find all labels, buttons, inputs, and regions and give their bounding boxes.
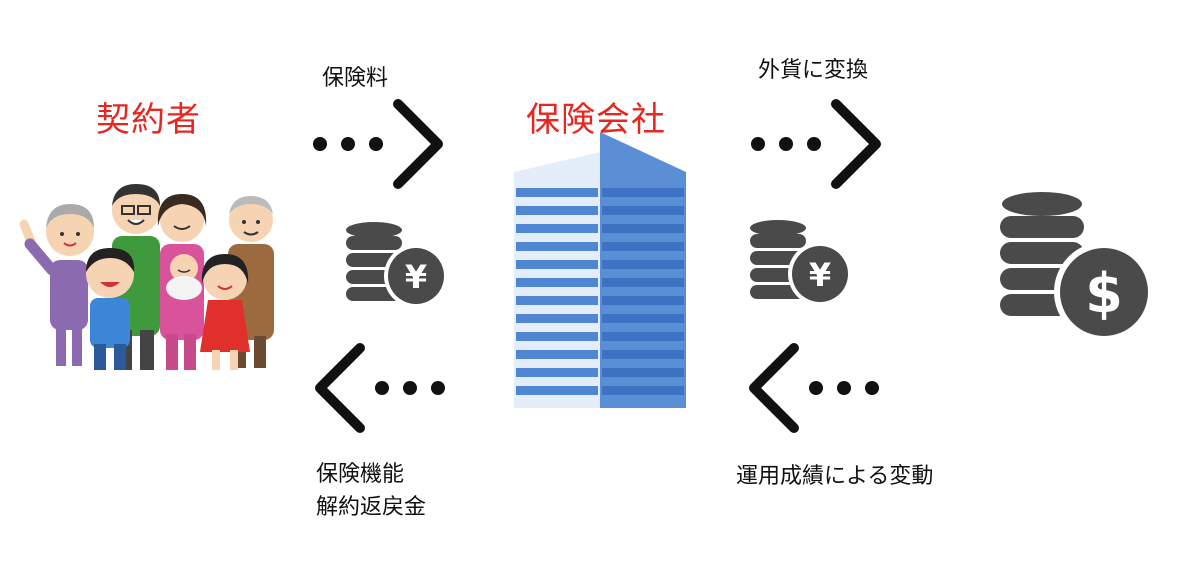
family-illustration-icon <box>18 180 288 380</box>
dollar-coins-icon: $ <box>992 188 1162 342</box>
building-window-band <box>602 350 684 359</box>
building-window-band <box>602 188 684 197</box>
benefits-label: 保険機能 解約返戻金 <box>316 458 426 524</box>
building-window-band <box>602 206 684 215</box>
performance-label: 運用成績による変動 <box>736 464 934 489</box>
building-window-band <box>516 260 598 269</box>
grandmother-figure <box>19 204 94 366</box>
building-window-band <box>602 296 684 305</box>
building-window-band <box>516 278 598 287</box>
fx-conversion-label: 外貨に変換 <box>758 58 869 83</box>
building-window-band <box>516 224 598 233</box>
building-window-band <box>516 386 598 395</box>
yen-coins-icon-right: ¥ <box>744 218 854 308</box>
benefits-line-1: 保険機能 <box>316 462 405 487</box>
building-window-band <box>516 368 598 377</box>
building-window-band <box>602 260 684 269</box>
building-window-band <box>602 224 684 233</box>
performance-arrow-left <box>744 342 884 434</box>
building-window-band <box>516 242 598 251</box>
girl-figure <box>200 254 250 370</box>
mother-figure <box>157 194 207 370</box>
building-window-band <box>602 368 684 377</box>
building-window-band <box>602 332 684 341</box>
insurer-label: 保険会社 <box>526 100 666 140</box>
building-window-band <box>516 350 598 359</box>
benefits-arrow-left <box>310 342 450 434</box>
boy-figure <box>86 248 135 370</box>
dollar-symbol: $ <box>1085 262 1123 325</box>
building-window-band <box>516 296 598 305</box>
yen-symbol-left: ¥ <box>405 258 427 296</box>
building-window-band <box>516 332 598 341</box>
fx-arrow-right <box>746 98 886 190</box>
premium-label: 保険料 <box>322 66 389 91</box>
benefits-line-2: 解約返戻金 <box>316 495 427 520</box>
building-window-band <box>516 206 598 215</box>
contractor-label: 契約者 <box>96 100 201 140</box>
building-window-band <box>516 188 598 197</box>
building-window-band <box>602 314 684 323</box>
yen-coins-icon-left: ¥ <box>340 220 450 310</box>
building-window-band <box>516 314 598 323</box>
building-window-band <box>602 386 684 395</box>
office-building-icon <box>510 132 690 410</box>
building-window-band <box>602 278 684 287</box>
premium-arrow-right <box>308 98 448 190</box>
yen-symbol-right: ¥ <box>809 256 831 294</box>
building-window-band <box>602 242 684 251</box>
